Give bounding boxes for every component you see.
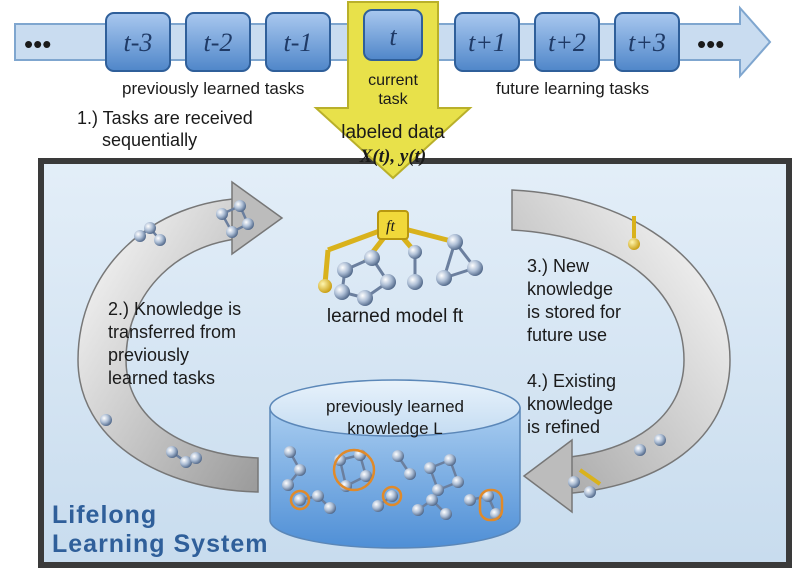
learned-model: ft learned model ft [318,210,483,327]
step3-line2: knowledge [527,279,613,299]
transfer-arrow [77,180,284,493]
model-balls [334,234,483,306]
labeled-data-label: labeled data [341,122,445,143]
step4-text: 4.) Existing knowledge is refined [527,371,616,437]
step2-line3: previously [108,345,189,365]
moving-knowledge [100,200,666,498]
step1-line1: 1.) Tasks are received [77,108,253,128]
task-label-t+3: t+3 [628,28,666,57]
model-node-label: ft [386,218,395,235]
knowledge-highlights [289,448,504,522]
task-label-t+2: t+2 [548,28,586,57]
step1-line2: sequentially [102,130,197,150]
task-box-t-3 [105,12,171,72]
task-box-t-1 [265,12,331,72]
knowledge-balls [282,446,502,520]
task-box-t+2 [534,12,600,72]
store-refine-arrow [511,189,731,514]
current-task-line1: current [368,72,418,89]
knowledge-base-line1: previously learned [326,397,464,416]
labeled-data-formula: X(t), y(t) [359,146,426,167]
previous-tasks-label: previously learned tasks [122,79,304,98]
step4-line3: is refined [527,417,600,437]
model-root-node [377,210,409,240]
step4-line1: 4.) Existing [527,371,616,391]
future-tasks-label: future learning tasks [496,79,649,98]
step2-line1: 2.) Knowledge is [108,299,241,319]
task-label-t-2: t-2 [204,28,233,57]
task-box-t-2 [185,12,251,72]
step2-text: 2.) Knowledge is transferred from previo… [108,299,241,388]
knowledge-base: previously learned knowledge L [269,379,521,549]
cylinder-top [269,379,521,437]
left-arrow-head [231,180,284,256]
system-title-line1: Lifelong [52,501,157,529]
step3-text: 3.) New knowledge is stored for future u… [527,256,621,345]
right-arrow-head [522,438,573,514]
current-task-arrow: t current task labeled data X(t), y(t) [313,1,473,180]
model-caption: learned model ft [327,306,464,327]
task-label-t-1: t-1 [284,28,313,57]
model-gold-ball [318,279,332,293]
step2-line4: learned tasks [108,368,215,388]
system-title-line2: Learning System [52,530,268,558]
task-box-t+3 [614,12,680,72]
timeline-ellipsis-right: ••• [697,29,724,59]
step3-line1: 3.) New [527,256,590,276]
yellow-arrow [313,1,473,180]
step3-line3: is stored for [527,302,621,322]
timeline-ellipsis-left: ••• [24,29,51,59]
step2-line2: transferred from [108,322,236,342]
task-label-t+1: t+1 [468,28,506,57]
task-box-t+1 [454,12,520,72]
task-boxes: t-3 t-2 t-1 t+1 t+2 t+3 [105,12,680,72]
left-curved-arrow-body [77,197,259,493]
task-box-current [363,9,423,61]
task-label-t-3: t-3 [124,28,153,57]
task-label-current: t [389,22,397,51]
step3-line4: future use [527,325,607,345]
step4-line2: knowledge [527,394,613,414]
current-task-line2: task [378,91,408,108]
knowledge-base-line2: knowledge L [347,419,442,438]
